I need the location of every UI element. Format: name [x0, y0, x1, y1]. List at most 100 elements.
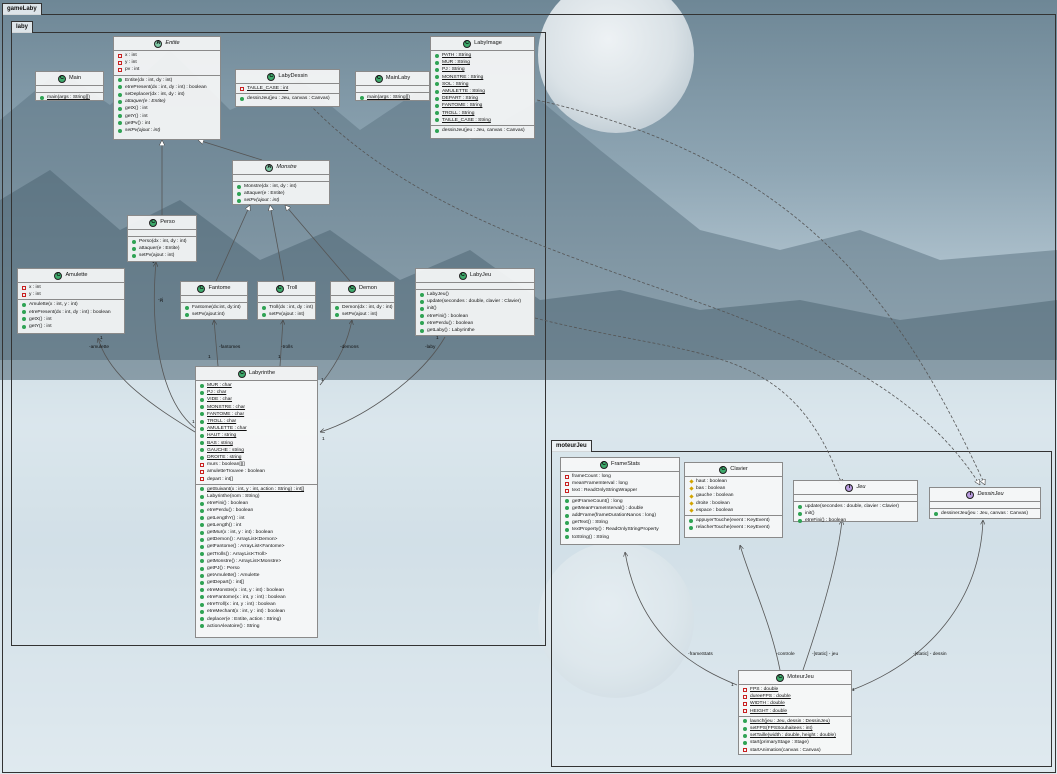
public-visibility-icon	[200, 434, 204, 439]
edge-label-trolls: -trolls	[281, 345, 293, 350]
private-visibility-icon	[118, 68, 122, 72]
member-text: appuyerTouche(event : KeyEvent)	[696, 518, 770, 524]
class-method: update(secondes : double, clavier : Clav…	[798, 503, 917, 510]
class-fields-section: TAILLE_CASE : int	[236, 84, 339, 95]
member-text: getPv() : int	[125, 120, 151, 126]
class-method: Troll(dx : int, dy : int)	[262, 304, 315, 311]
class-method: etrePerdu() : boolean	[420, 320, 534, 327]
member-text: getPJ() : Perso	[207, 566, 240, 572]
class-field: PATH : String	[435, 52, 534, 59]
class-method: getMur(x : int, y : int) : boolean	[200, 529, 317, 536]
public-visibility-icon	[118, 99, 122, 104]
public-visibility-icon	[185, 305, 189, 310]
class-method: etreFantome(x : int, y : int) : boolean	[200, 594, 317, 601]
public-visibility-icon	[200, 545, 204, 550]
public-visibility-icon	[118, 107, 122, 112]
public-visibility-icon	[200, 624, 204, 629]
public-visibility-icon	[237, 184, 241, 189]
private-visibility-icon	[22, 292, 26, 297]
member-text: main(args : String[])	[47, 95, 90, 100]
public-visibility-icon	[435, 111, 439, 116]
public-visibility-icon	[200, 441, 204, 446]
class-field: AMULETTE : String	[435, 88, 534, 95]
class-name: Clavier	[730, 465, 748, 472]
member-text: relacherTouche(event : KeyEvent)	[696, 525, 770, 531]
class-field: dureeFPS : double	[743, 693, 851, 700]
abstract-class-icon: A	[265, 163, 274, 172]
class-method: getMonstre() : ArrayList<Monstre>	[200, 558, 317, 565]
class-field: DROITE : string	[200, 454, 317, 461]
private-visibility-icon	[743, 748, 747, 753]
class-field: depart : int[]	[200, 476, 317, 483]
interface-icon: I	[966, 490, 975, 499]
public-visibility-icon	[200, 617, 204, 622]
member-text: PJ : char	[207, 390, 227, 396]
class-field: amuletteTrouvee : boolean	[200, 468, 317, 475]
public-visibility-icon	[335, 312, 339, 317]
class-method: update(secondes : double, clavier : Clav…	[420, 298, 534, 305]
member-text: bas : boolean	[696, 486, 726, 492]
private-visibility-icon	[118, 60, 122, 65]
member-text: MUR : String	[442, 60, 470, 66]
member-text: VIDE : char	[207, 397, 233, 403]
class-method: addFrame(frameDurationNanos : long)	[565, 512, 679, 519]
public-visibility-icon	[565, 499, 569, 504]
member-text: etreFantome(x : int, y : int) : boolean	[207, 594, 286, 600]
member-text: amuletteTrouvee : boolean	[207, 469, 265, 475]
member-text: init()	[427, 306, 437, 312]
private-visibility-icon	[22, 285, 26, 290]
class-fields-section	[356, 86, 429, 93]
member-text: dureeFPS : double	[750, 694, 791, 700]
package-laby-tab: laby	[11, 21, 34, 33]
member-text: etreMonstre(x : int, y : int) : boolean	[207, 587, 284, 593]
member-text: etrePerdu() : boolean	[207, 508, 254, 514]
class-name: Main	[68, 74, 82, 81]
member-text: getText() : String	[572, 520, 608, 526]
edge-label-controle: -controle	[776, 652, 795, 657]
public-visibility-icon	[200, 559, 204, 564]
public-visibility-icon	[689, 525, 693, 530]
member-text: attaquer(e : Entite)	[244, 191, 285, 197]
class-fields-section	[930, 502, 1040, 509]
class-field: droite : boolean	[688, 500, 782, 507]
edge-multiplicity: 1	[152, 260, 155, 265]
class-methods-section: LabyJeu()update(secondes : double, clavi…	[416, 290, 534, 335]
private-visibility-icon	[200, 462, 204, 467]
class-method: setPv(ajout : int)	[237, 197, 329, 204]
public-visibility-icon	[22, 317, 26, 322]
class-method: getFrameCount() : long	[565, 498, 679, 505]
class-field: VIDE : char	[200, 396, 317, 403]
class-method: getX() : int	[22, 316, 124, 323]
member-text: y : int	[125, 60, 137, 66]
class-method: getDepart() : int[]	[200, 579, 317, 586]
member-text: murs : boolean[][]	[207, 462, 245, 468]
class-field: FANTOME : char	[200, 411, 317, 418]
class-method: appuyerTouche(event : KeyEvent)	[689, 517, 782, 524]
class-icon: C	[275, 284, 284, 293]
member-text: meanFrameInterval : long	[572, 481, 628, 487]
package-gamelaby: gameLaby	[2, 3, 1056, 773]
class-methods-section: Entite(dx : int, dy : int)etrePresent(dx…	[114, 76, 220, 136]
edge-multiplicity: 1	[208, 355, 211, 360]
class-method: Demon(dx : int, dy : int)	[335, 304, 394, 311]
class-method: relacherTouche(event : KeyEvent)	[689, 524, 782, 531]
private-visibility-icon	[200, 477, 204, 482]
member-text: Perso(dx : int, dy : int)	[139, 239, 187, 244]
member-text: getX() : int	[125, 106, 148, 112]
class-method: setPv(ajout : int)	[132, 252, 196, 259]
class-icon: C	[600, 460, 609, 469]
class-methods-section: Monstre(dx : int, dy : int)attaquer(e : …	[233, 182, 329, 206]
member-text: TAILLE_CASE : int	[247, 86, 289, 91]
class-method: attaquer(e : Entite)	[237, 190, 329, 197]
